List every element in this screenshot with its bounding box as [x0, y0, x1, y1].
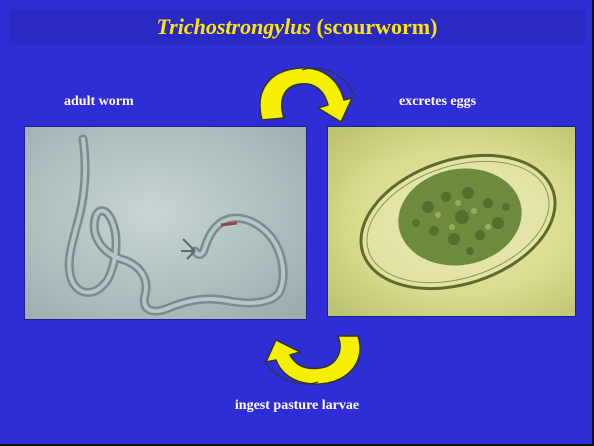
slide-title: Trichostrongylus (scourworm) — [9, 9, 585, 45]
label-ingest-larvae: ingest pasture larvae — [0, 398, 594, 414]
egg-image — [327, 126, 576, 317]
title-genus: Trichostrongylus — [157, 14, 311, 39]
cycle-arrow-top-icon — [240, 58, 380, 130]
cycle-arrow-bottom-icon — [240, 330, 380, 392]
label-excretes-eggs: excretes eggs — [399, 94, 476, 110]
label-adult-worm: adult worm — [64, 94, 134, 110]
title-rest: (scourworm) — [311, 14, 437, 39]
adult-worm-image — [24, 126, 307, 320]
